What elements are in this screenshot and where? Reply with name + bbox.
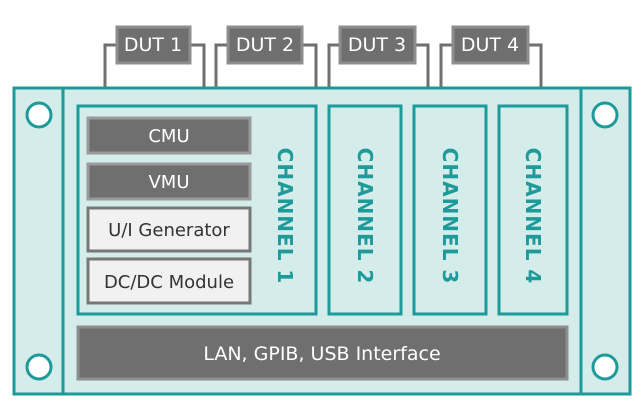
channel-4-panel xyxy=(497,104,569,316)
channel-3-panel xyxy=(412,104,488,316)
dut-2-wire xyxy=(214,43,318,88)
dut-2-label: DUT 2 xyxy=(236,34,294,56)
interface-bar: LAN, GPIB, USB Interface xyxy=(76,325,569,381)
mount-hole-top-right xyxy=(591,101,619,129)
cmu-label: CMU xyxy=(148,126,189,147)
dut-group: DUT 1 DUT 2 DUT 3 DUT 4 xyxy=(115,25,530,65)
dut-4: DUT 4 xyxy=(451,25,530,65)
dut-4-wire xyxy=(439,43,543,88)
channel-3-label: CHANNEL 3 xyxy=(438,148,462,285)
mount-hole-top-left xyxy=(25,101,53,129)
dut-1-wire xyxy=(103,43,206,88)
vmu-module: VMU xyxy=(86,162,252,201)
mount-hole-bottom-left xyxy=(25,353,53,381)
dcdc-module: DC/DC Module xyxy=(86,257,252,305)
interface-label: LAN, GPIB, USB Interface xyxy=(203,343,440,365)
dut-4-label: DUT 4 xyxy=(461,34,519,56)
dut-1-label: DUT 1 xyxy=(124,34,182,56)
dut-3: DUT 3 xyxy=(338,25,417,65)
dut-wires xyxy=(103,43,543,88)
channel-1-label: CHANNEL 1 xyxy=(273,148,297,285)
channel-2-label: CHANNEL 2 xyxy=(353,148,377,285)
mount-hole-bottom-right xyxy=(591,353,619,381)
dut-2: DUT 2 xyxy=(226,25,304,65)
dcdc-label: DC/DC Module xyxy=(104,272,234,293)
dut-3-label: DUT 3 xyxy=(348,34,406,56)
vmu-label: VMU xyxy=(148,172,189,193)
cmu-module: CMU xyxy=(86,116,252,155)
channel-4-label: CHANNEL 4 xyxy=(521,148,545,285)
dut-1: DUT 1 xyxy=(115,25,192,65)
ui-generator-label: U/I Generator xyxy=(108,220,230,241)
dut-3-wire xyxy=(327,43,430,88)
ui-generator-module: U/I Generator xyxy=(86,206,252,253)
channel-2-panel xyxy=(327,104,403,316)
